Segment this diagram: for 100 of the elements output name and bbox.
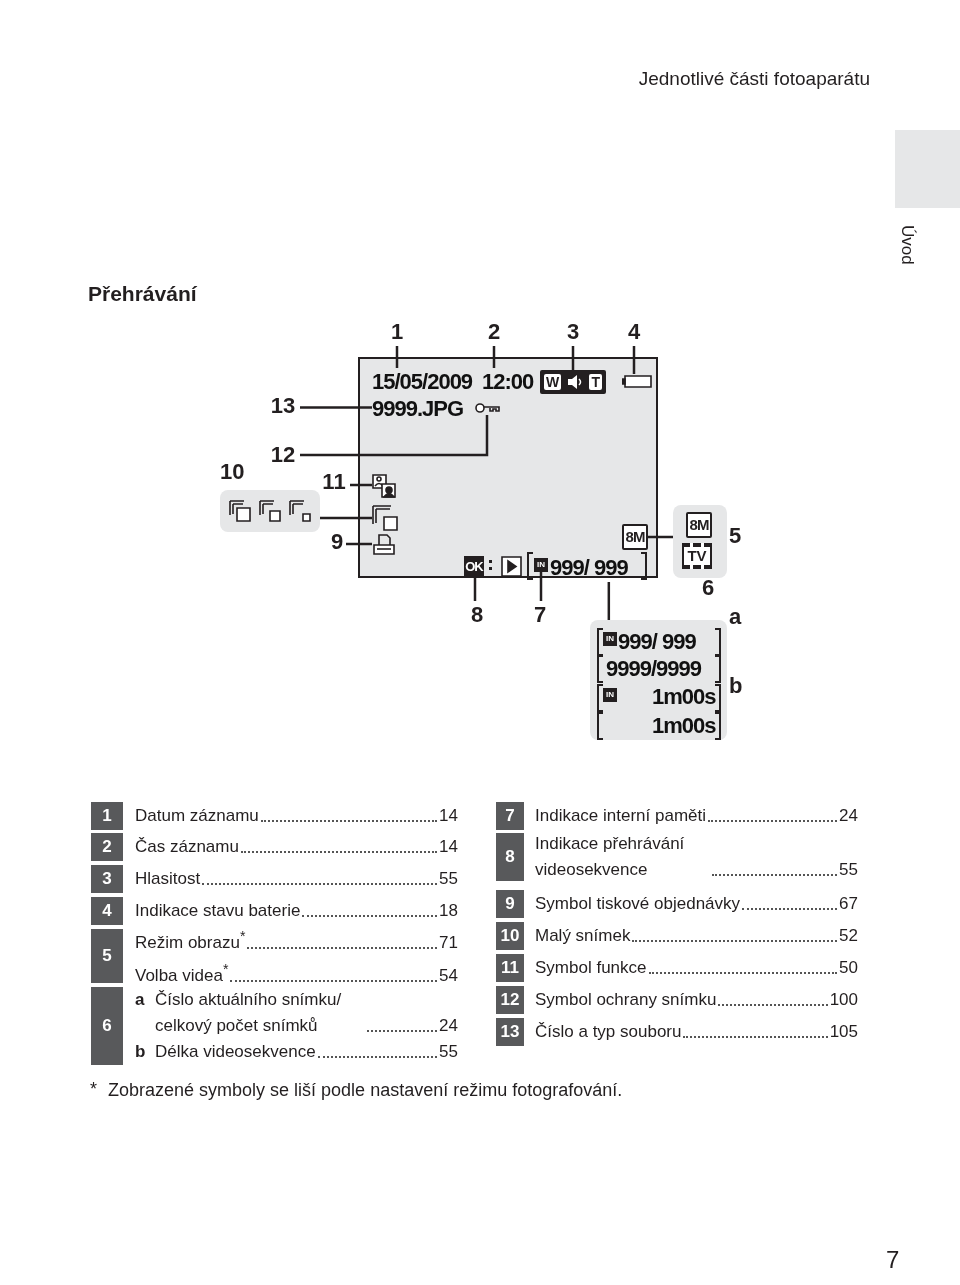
item-text: Volba videa$^{*}$ <box>135 960 229 987</box>
page-header: Jednotlivé části fotoaparátu <box>638 68 870 90</box>
row-number: 4 <box>91 897 123 925</box>
row-number: 1 <box>91 802 123 830</box>
small-picture-icon <box>229 500 251 522</box>
leader-line <box>492 346 496 368</box>
leader-line <box>648 535 673 539</box>
row-number: 5 <box>91 929 123 983</box>
page-reference: 52 <box>839 925 858 947</box>
small-picture-icon <box>289 500 311 522</box>
callout-number: 9 <box>328 528 346 556</box>
page-reference: 24 <box>439 1015 458 1037</box>
callout-number: 10 <box>220 459 245 485</box>
file-name-text: 9999.JPG <box>372 395 464 423</box>
row-number: 8 <box>496 833 524 881</box>
item-letter: b <box>135 1041 147 1063</box>
callout-number: 11 <box>318 468 350 496</box>
item-text: Symbol funkce <box>535 957 647 979</box>
callout-number: 13 <box>266 392 300 420</box>
section-tab-label: Úvod <box>897 225 917 265</box>
item-text: Indikace stavu baterie <box>135 900 301 922</box>
leader-line <box>395 346 399 368</box>
key-icon <box>474 402 500 415</box>
item-text: Režim obrazu$^{*}$ <box>135 927 246 954</box>
callout-number: 4 <box>623 318 645 346</box>
page-reference: 24 <box>839 805 858 827</box>
page-reference: 14 <box>439 805 458 827</box>
leader-line <box>539 572 543 601</box>
screen-frame <box>358 357 658 578</box>
page-reference: 100 <box>829 989 858 1011</box>
page-reference: 105 <box>829 1021 858 1043</box>
page-reference: 71 <box>439 932 458 954</box>
item-text: Datum záznamu <box>135 805 259 827</box>
leader-line <box>300 415 489 457</box>
row-number: 2 <box>91 833 123 861</box>
frame-counter: 999/ 999 <box>618 628 696 656</box>
small-picture-icon <box>372 505 398 531</box>
item-text: Indikace interní paměti <box>535 805 707 827</box>
page-reference: 55 <box>439 868 458 890</box>
frame-counter: 9999/9999 <box>606 655 701 683</box>
section-title: Přehrávání <box>88 282 197 306</box>
row-number: 6 <box>91 987 123 1065</box>
item-text: Malý snímek <box>535 925 631 947</box>
row-number: 7 <box>496 802 524 830</box>
display-panel <box>590 620 727 740</box>
page-number: 7 <box>886 1246 900 1274</box>
date-text: 15/05/2009 <box>372 368 473 396</box>
leader-line <box>320 516 372 520</box>
icon-panel <box>220 490 320 532</box>
leader-line <box>571 346 575 370</box>
item-text: Číslo aktuálního snímku/ celkový počet snímků <box>155 989 343 1037</box>
portrait-icon <box>372 474 396 498</box>
page-reference: 50 <box>839 957 858 979</box>
print-order-icon <box>372 533 396 555</box>
item-text: Indikace přehrávání videosekvence <box>535 833 686 881</box>
row-number: 10 <box>496 922 524 950</box>
callout-number: 2 <box>483 318 505 346</box>
callout-number: 7 <box>529 601 551 629</box>
callout-number: 3 <box>562 318 584 346</box>
image-mode-icon: 8M <box>622 524 648 550</box>
image-mode-icon: 8M <box>686 512 712 538</box>
callout-letter: b <box>729 673 743 699</box>
row-number: 12 <box>496 986 524 1014</box>
footnote-mark: * <box>90 1079 97 1100</box>
row-number: 3 <box>91 865 123 893</box>
battery-icon <box>622 374 652 389</box>
row-number: 11 <box>496 954 524 982</box>
callout-number: 12 <box>266 441 300 469</box>
time-text: 12:00 <box>482 368 534 396</box>
row-number: 13 <box>496 1018 524 1046</box>
page-reference: 67 <box>839 893 858 915</box>
callout-number: 5 <box>729 523 742 549</box>
memory-icon: IN <box>603 632 617 646</box>
item-letter: a <box>135 989 146 1011</box>
leader-line <box>346 542 372 546</box>
callout-number: 8 <box>466 601 488 629</box>
callout-number: 6 <box>702 575 715 601</box>
page-reference: 18 <box>439 900 458 922</box>
movie-length-text: 1m00s <box>652 683 716 711</box>
memory-icon: IN <box>534 558 548 572</box>
movie-length-text: 1m00s <box>652 712 716 740</box>
callout-number: 1 <box>386 318 408 346</box>
page-reference: 14 <box>439 836 458 858</box>
leader-line <box>607 582 611 620</box>
item-text: Čas záznamu <box>135 836 239 858</box>
leader-line <box>350 483 372 487</box>
leader-line <box>473 577 477 601</box>
item-text: Symbol ochrany snímku <box>535 989 717 1011</box>
page-reference: 54 <box>439 964 458 987</box>
frame-counter: 999/ 999 <box>550 554 628 582</box>
item-text: Symbol tiskové objednávky <box>535 893 741 915</box>
page-reference: 55 <box>839 859 858 881</box>
ok-icon: OK <box>464 556 484 577</box>
leader-line <box>300 406 372 409</box>
volume-icon: W T <box>540 370 606 394</box>
page-reference: 55 <box>439 1041 458 1063</box>
movie-option-icon: TV <box>682 543 712 569</box>
footnote-text: Zobrazené symboly se liší podle nastavení režimu fotografování. <box>108 1080 623 1101</box>
row-number: 9 <box>496 890 524 918</box>
item-text: Hlasitost <box>135 868 201 890</box>
